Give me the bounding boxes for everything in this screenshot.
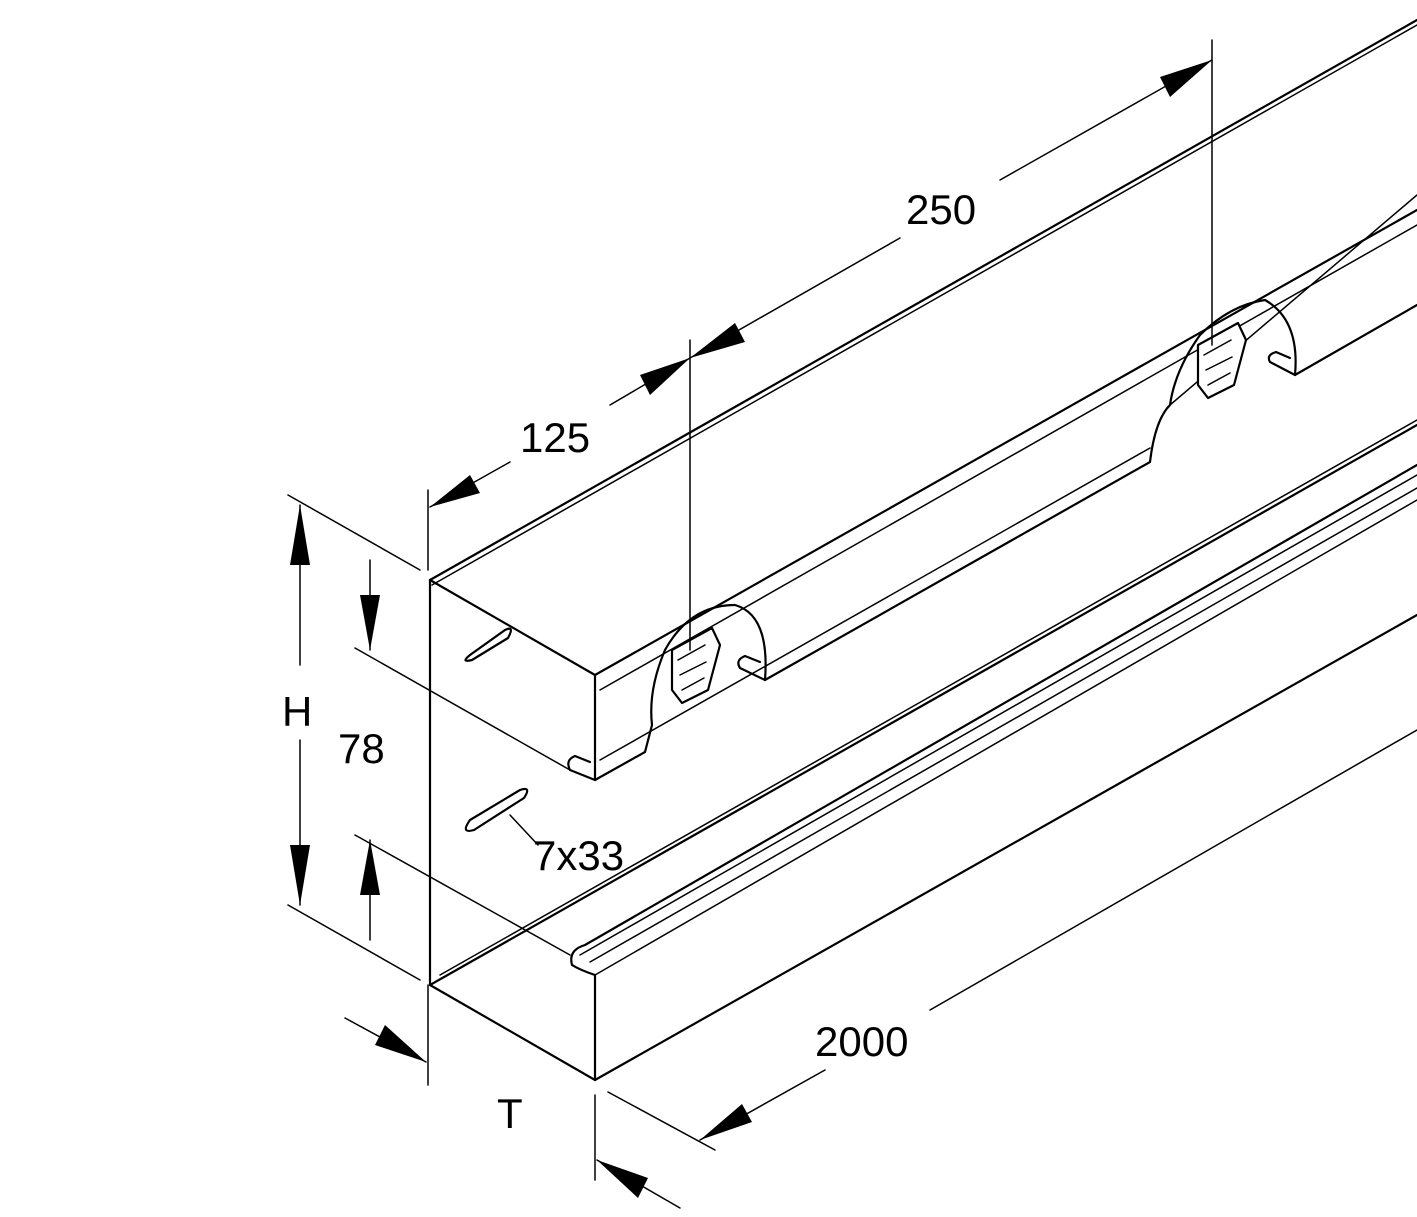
slot-leader-line bbox=[509, 814, 539, 846]
trunking-body bbox=[428, 18, 1417, 1082]
dimension-arrows bbox=[290, 60, 1212, 1198]
height-symbol-label: H bbox=[282, 688, 312, 735]
mounting-clip-rear bbox=[1196, 321, 1248, 400]
slot-size-label: 7x33 bbox=[533, 832, 624, 879]
first-pitch-label: 125 bbox=[520, 414, 590, 461]
mounting-clip-front bbox=[670, 626, 722, 705]
lower-lip bbox=[570, 463, 1417, 987]
inner-height-label: 78 bbox=[338, 725, 385, 772]
slot-upper bbox=[464, 627, 512, 662]
pitch-label: 250 bbox=[906, 186, 976, 233]
depth-symbol-label: T bbox=[497, 1090, 523, 1137]
length-label: 2000 bbox=[815, 1018, 908, 1065]
slot-lower bbox=[464, 787, 529, 832]
upper-lip bbox=[567, 194, 1417, 782]
